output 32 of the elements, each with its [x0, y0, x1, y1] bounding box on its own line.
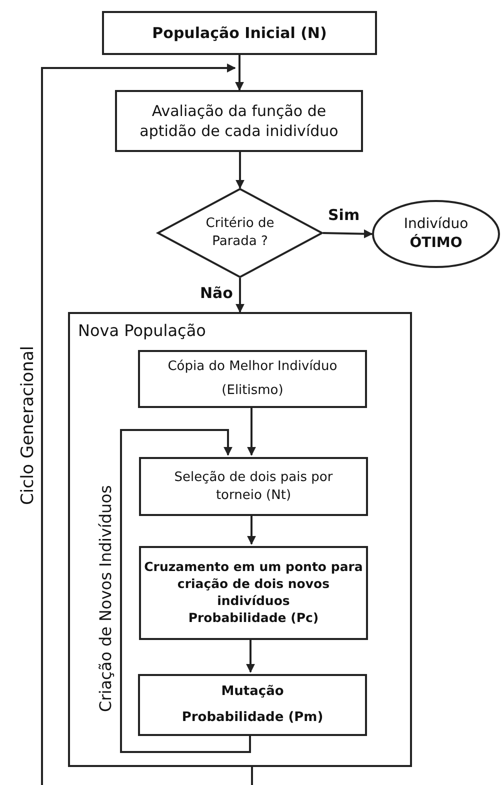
- arrow: [236, 152, 244, 189]
- rotated-label: Ciclo Generacional: [18, 346, 38, 505]
- arrow: [41, 64, 253, 785]
- arrow: [246, 638, 255, 673]
- process-box: [139, 546, 368, 640]
- arrow: [247, 406, 256, 456]
- node-text: Mutação: [221, 683, 284, 701]
- node-text: População Inicial (N): [152, 22, 327, 44]
- process-box: [115, 90, 363, 152]
- arrow: [235, 55, 244, 91]
- arrow: [236, 278, 244, 313]
- arrow: [120, 429, 251, 753]
- group-heading: Nova População: [78, 320, 206, 342]
- arrow: [247, 514, 256, 545]
- terminal-ellipse: [372, 200, 500, 268]
- node-text: Indivíduo ÓTIMO: [402, 215, 470, 253]
- process-box: [138, 350, 367, 408]
- group-box: [68, 312, 412, 767]
- decision-diamond: [157, 188, 323, 278]
- node-text: (Elitismo): [222, 382, 284, 400]
- node-text: Cruzamento em um ponto para criação de dois novos indivíduos: [143, 559, 364, 610]
- node-text: Seleção de dois pais por torneio (Nt): [173, 468, 334, 504]
- start-box: [102, 11, 377, 55]
- node-text: Probabilidade (Pc): [188, 610, 319, 627]
- node-text: Cópia do Melhor Indivíduo: [168, 358, 338, 376]
- node-text: Probabilidade (Pm): [182, 709, 324, 727]
- process-box: [139, 457, 368, 516]
- node-text: Avaliação da função de aptidão de cada inidivíduo: [138, 100, 340, 142]
- rotated-label: Criação de Novos Indivíduos: [96, 485, 115, 712]
- node-text: Critério de Parada ?: [204, 215, 276, 251]
- process-box: [138, 674, 367, 736]
- arrow: [322, 229, 373, 238]
